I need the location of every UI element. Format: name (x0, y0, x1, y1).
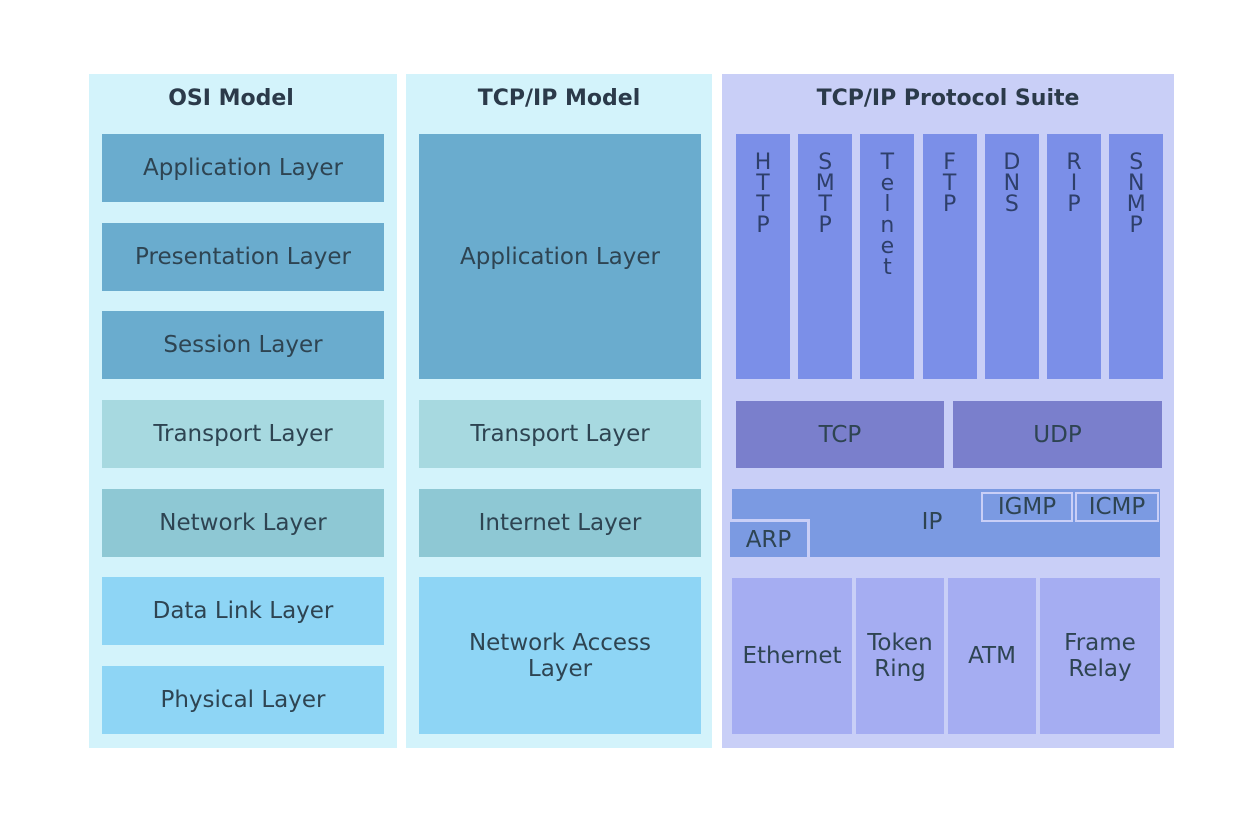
atm-protocol: ATM (948, 578, 1036, 734)
tcpip-transport-layer: Transport Layer (419, 400, 701, 468)
protocol-suite-title: TCP/IP Protocol Suite (816, 86, 1080, 111)
icmp-protocol: ICMP (1075, 492, 1159, 522)
tcpip-model-title: TCP/IP Model (477, 86, 641, 111)
osi-session-layer: Session Layer (102, 311, 384, 379)
tcp-protocol: TCP (736, 401, 944, 468)
osi-model-title: OSI Model (168, 86, 294, 111)
frame-relay-protocol: Frame Relay (1040, 578, 1160, 734)
tcpip-model-panel: TCP/IP Model Application Layer Transport… (406, 74, 712, 748)
udp-protocol: UDP (953, 401, 1162, 468)
arp-protocol: ARP (730, 519, 810, 557)
tcpip-internet-layer: Internet Layer (419, 489, 701, 557)
token-ring-protocol: Token Ring (856, 578, 944, 734)
igmp-protocol: IGMP (981, 492, 1073, 522)
ip-protocol-label: IP (921, 509, 943, 535)
tcpip-network-access-layer: Network Access Layer (419, 577, 701, 734)
osi-model-panel: OSI Model Application Layer Presentation… (89, 74, 397, 748)
osi-presentation-layer: Presentation Layer (102, 223, 384, 291)
ethernet-protocol: Ethernet (732, 578, 852, 734)
osi-transport-layer: Transport Layer (102, 400, 384, 468)
osi-data-link-layer: Data Link Layer (102, 577, 384, 645)
osi-network-layer: Network Layer (102, 489, 384, 557)
osi-application-layer: Application Layer (102, 134, 384, 202)
tcpip-application-layer: Application Layer (419, 134, 701, 379)
osi-physical-layer: Physical Layer (102, 666, 384, 734)
